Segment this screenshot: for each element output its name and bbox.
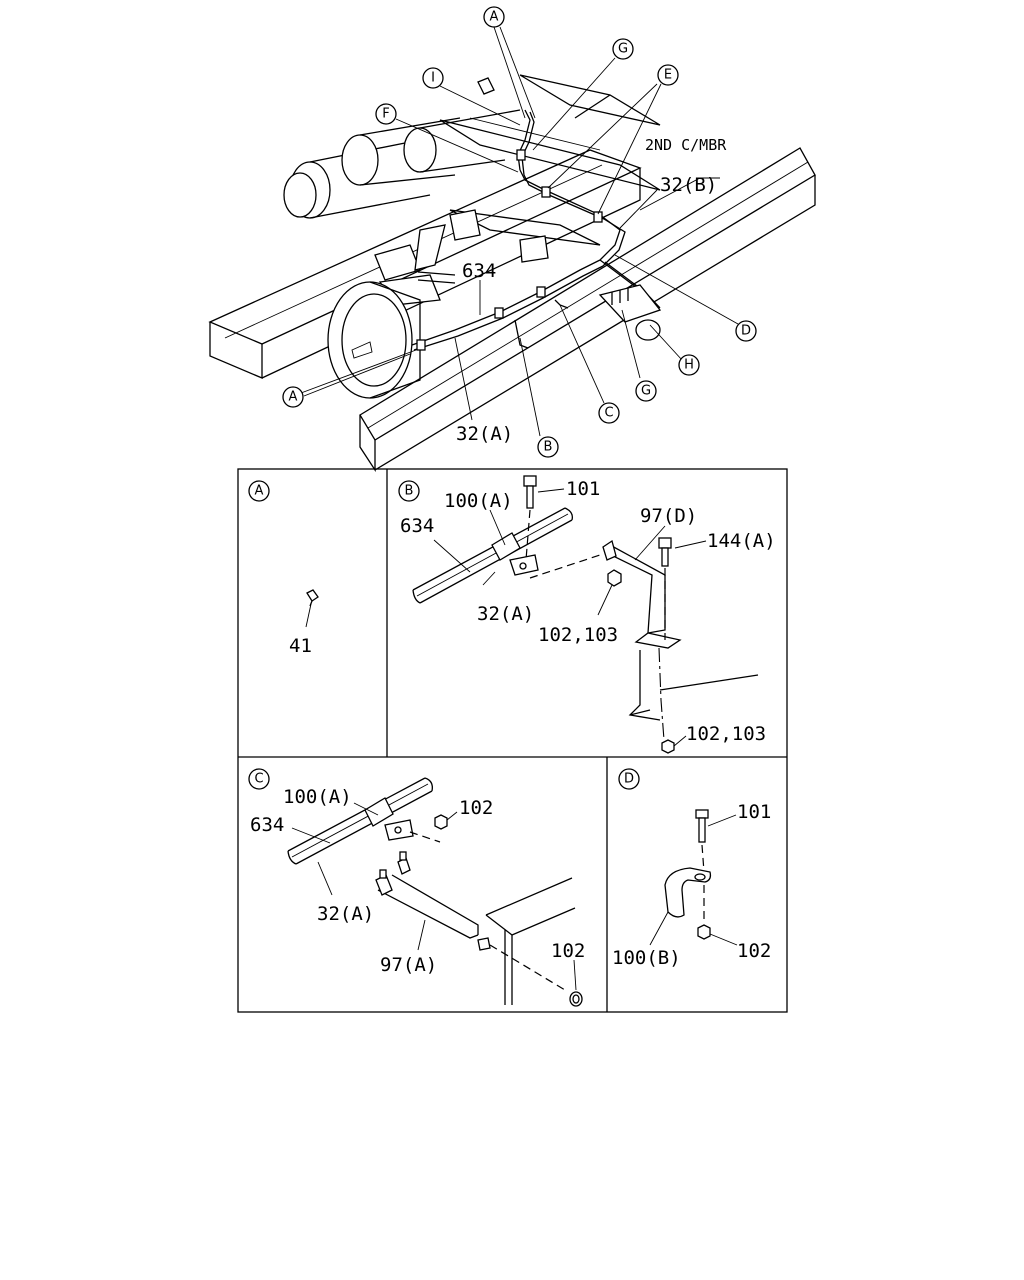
svg-text:G: G: [618, 42, 628, 57]
clamp-100a: [491, 532, 539, 576]
label-32a: 32(A): [317, 903, 374, 925]
label-634: 634: [400, 515, 434, 537]
callout-D: D: [735, 320, 757, 342]
cross-members: [439, 74, 661, 246]
panel-B-leaders: [433, 488, 707, 747]
label-32a: 32(A): [477, 603, 534, 625]
callout-A-bottom: A: [282, 386, 304, 408]
svg-text:I: I: [431, 71, 435, 86]
panel-C-frame-section: [485, 877, 576, 1005]
label-41: 41: [289, 635, 312, 657]
leader-41: [305, 603, 312, 628]
label-634: 634: [462, 260, 496, 282]
callout-G-bottom: G: [635, 380, 657, 402]
bracket-97a: [375, 851, 491, 951]
svg-text:D: D: [741, 324, 751, 339]
svg-text:H: H: [684, 358, 694, 373]
svg-text:C: C: [604, 406, 613, 421]
svg-text:A: A: [255, 484, 264, 499]
panel-C-leaders: [291, 802, 577, 991]
nut-102-upper: [434, 814, 448, 830]
main-chassis-view: A G I E F D H G: [208, 6, 816, 473]
label-100a: 100(A): [283, 786, 352, 808]
bracket-100b: [664, 867, 712, 918]
clamp-100a: [364, 797, 414, 841]
nut-102: [697, 924, 711, 940]
callout-H: H: [678, 354, 700, 376]
label-144a: 144(A): [707, 530, 776, 552]
callout-I: I: [422, 67, 444, 89]
svg-text:F: F: [382, 107, 389, 122]
equipment-blocks: [374, 209, 549, 306]
panel-D-letter: D: [618, 768, 640, 790]
svg-text:B: B: [405, 484, 414, 499]
label-100a: 100(A): [444, 490, 513, 512]
label-32a: 32(A): [456, 423, 513, 445]
nut-102-103-lower: [661, 739, 675, 754]
callout-E: E: [657, 64, 679, 86]
clip-41: [306, 589, 319, 607]
label-2nd-cross-member: 2ND C/MBR: [645, 136, 727, 154]
label-101: 101: [566, 478, 600, 500]
label-102-lower: 102: [551, 940, 585, 962]
panel-B-letter: B: [398, 480, 420, 502]
panel-A-letter: A: [248, 480, 270, 502]
label-102-upper: 102: [459, 797, 493, 819]
label-102-103-upper: 102,103: [538, 624, 618, 646]
panel-D-leaders: [649, 814, 738, 946]
svg-text:B: B: [544, 440, 553, 455]
leader-lines: [300, 26, 739, 437]
panel-B-frame-section: [628, 650, 759, 721]
panel-A: A 41: [248, 480, 319, 657]
svg-text:A: A: [490, 10, 499, 25]
brake-drum: [327, 281, 421, 399]
nut-102-103-upper: [607, 569, 622, 587]
panel-C-pipes: [287, 777, 433, 865]
panel-C: C: [248, 768, 585, 1007]
callout-F: F: [375, 103, 397, 125]
label-97a: 97(A): [380, 954, 437, 976]
detail-panels-frame: [237, 468, 788, 1013]
relay-valve: [598, 284, 662, 341]
svg-text:G: G: [641, 384, 651, 399]
label-102: 102: [737, 940, 771, 962]
label-97d: 97(D): [640, 505, 697, 527]
tanks: [283, 109, 521, 219]
label-101: 101: [737, 801, 771, 823]
svg-text:C: C: [254, 772, 263, 787]
label-100b: 100(B): [612, 947, 681, 969]
bolt-144a: [658, 537, 672, 567]
panel-B: B: [398, 475, 776, 754]
callout-C: C: [598, 402, 620, 424]
panel-D: D 101 102 100(B): [612, 768, 771, 969]
svg-text:A: A: [289, 390, 298, 405]
small-fitting: [477, 77, 495, 95]
panel-B-pipes: [412, 507, 573, 604]
brake-pipes: [411, 109, 661, 351]
callout-A-top: A: [483, 6, 505, 28]
bolt-101: [523, 475, 537, 509]
label-102-103-lower: 102,103: [686, 723, 766, 745]
callout-B: B: [537, 436, 559, 458]
label-32b: 32(B): [660, 174, 717, 196]
right-frame-rail: [359, 147, 816, 473]
bolt-101: [695, 809, 709, 843]
svg-text:E: E: [664, 68, 672, 83]
panel-C-letter: C: [248, 768, 270, 790]
nut-102-lower: [569, 991, 583, 1007]
callout-G-top: G: [612, 38, 634, 60]
svg-text:D: D: [624, 772, 634, 787]
label-634: 634: [250, 814, 284, 836]
bracket-97d: [602, 539, 682, 649]
